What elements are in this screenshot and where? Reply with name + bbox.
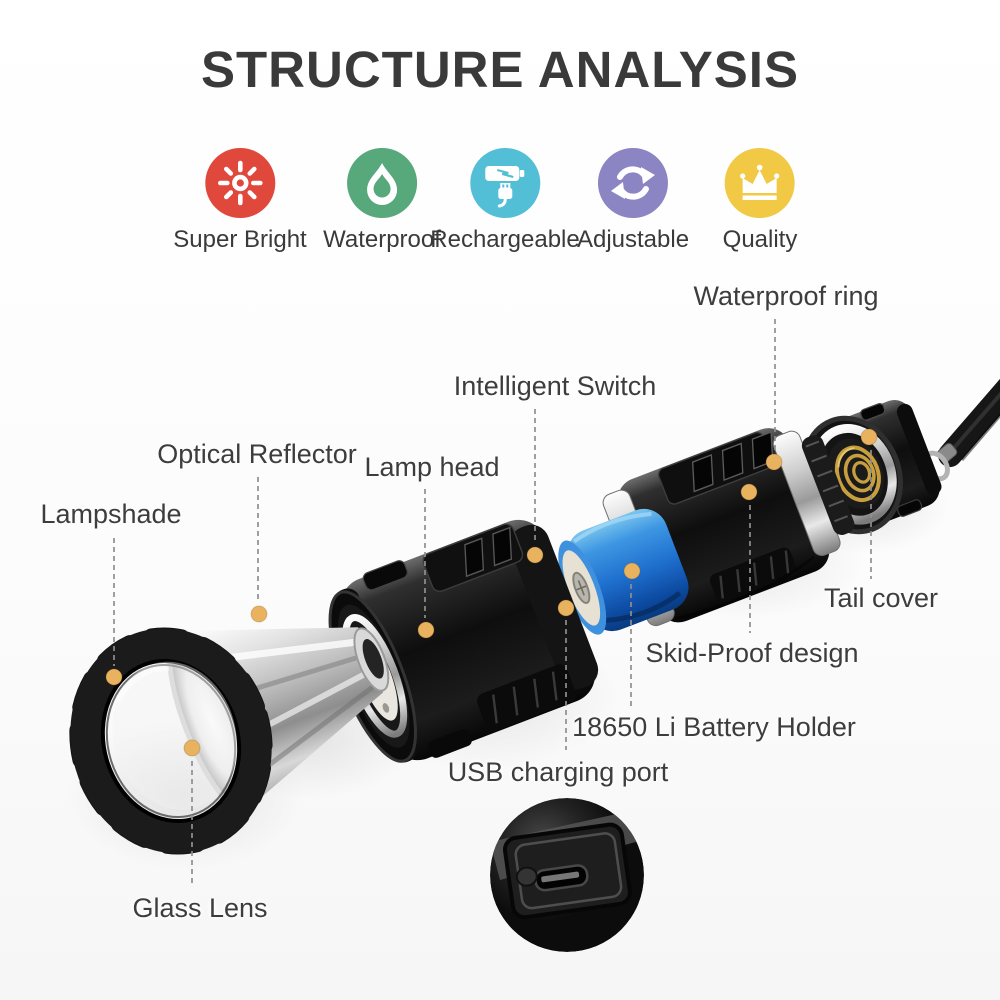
cycle-arrows-icon [597, 148, 668, 218]
battery-usb-icon [470, 148, 540, 218]
feature-waterproof: Waterproof [323, 147, 441, 254]
leader-lines [113, 319, 872, 887]
callout-label-optical-reflector: Optical Reflector [157, 439, 357, 469]
feature-adjustable: Adjustable [577, 147, 689, 254]
feature-rechargeable: Rechargeable [430, 147, 580, 254]
skid-proof-ribs [657, 431, 774, 505]
dot-lamp-head [417, 621, 435, 639]
dot-glass-lens [183, 739, 201, 757]
dot-waterproof-ring [765, 453, 783, 471]
feature-quality: Quality [722, 147, 798, 254]
dot-tail-cover [860, 428, 878, 446]
lamp-head-ribs [362, 523, 577, 758]
battery-glyph [485, 166, 524, 181]
dot-usb-port [557, 599, 575, 617]
water-drop-icon [346, 148, 417, 218]
dot-lampshade [105, 668, 123, 686]
dot-optical-reflector [250, 605, 268, 623]
sun-rays [217, 160, 263, 206]
glass-lens-part [112, 661, 237, 810]
reflector-hole [362, 639, 384, 679]
usb-port-inset [490, 798, 644, 952]
feature-label: Adjustable [576, 226, 690, 253]
dot-skid-proof [740, 483, 758, 501]
callout-label-lamp-head: Lamp head [364, 452, 500, 482]
callout-label-tail-cover: Tail cover [823, 583, 939, 613]
usb-plug-glyph [497, 183, 512, 208]
lampshade-ring-part [69, 627, 273, 855]
usb-port-detail [502, 822, 632, 920]
feature-label: Rechargeable [430, 226, 580, 253]
dot-battery-holder [623, 562, 641, 580]
feature-label: Waterproof [323, 226, 441, 253]
crown-icon [724, 148, 795, 218]
callout-label-battery-holder: 18650 Li Battery Holder [572, 712, 856, 742]
callout-label-intelligent-switch: Intelligent Switch [453, 371, 657, 401]
feature-super-bright: Super Bright [173, 147, 307, 254]
bottom-ribs [709, 547, 797, 603]
callout-label-lampshade: Lampshade [40, 499, 182, 529]
callout-label-waterproof-ring: Waterproof ring [693, 281, 879, 311]
callout-label-usb-port: USB charging port [447, 757, 669, 787]
tail-cover-part [800, 400, 942, 535]
sun-icon [205, 148, 275, 218]
callout-label-skid-proof: Skid-Proof design [645, 638, 859, 668]
page-title: STRUCTURE ANALYSIS [201, 41, 799, 98]
feature-label: Quality [722, 226, 798, 253]
callout-label-glass-lens: Glass Lens [132, 893, 268, 923]
callout-dots [105, 428, 878, 757]
tail-spring [834, 445, 881, 503]
dot-intelligent-switch [526, 546, 544, 564]
feature-label: Super Bright [173, 226, 307, 253]
